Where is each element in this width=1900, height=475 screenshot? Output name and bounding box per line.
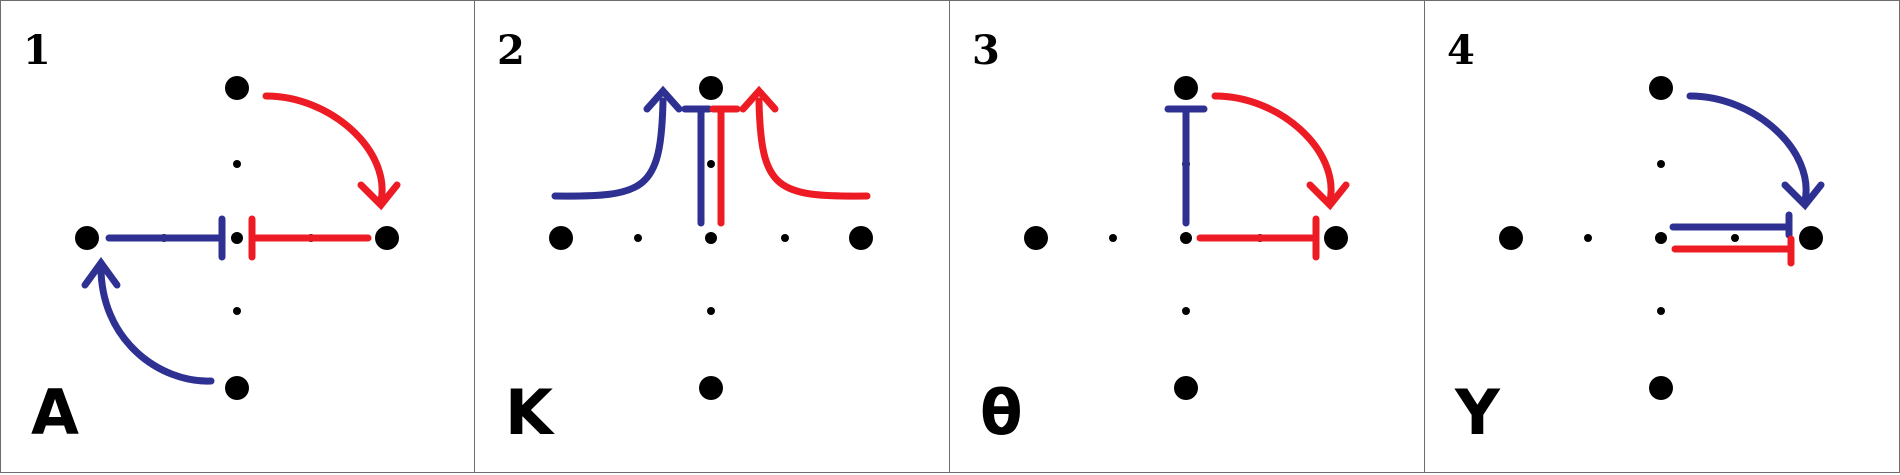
panel-letter: A	[31, 376, 79, 449]
blue-flag-arm	[1669, 92, 1825, 239]
panel-1: 1 A	[0, 0, 475, 473]
red-flag-arm	[248, 92, 401, 261]
panel-number: 4	[1447, 27, 1475, 74]
panel-1-diagram	[75, 76, 401, 400]
panel-number: 2	[497, 27, 525, 74]
panel-number: 3	[972, 27, 1000, 74]
blue-flag-arm	[551, 85, 713, 227]
panel-3-diagram	[1024, 76, 1350, 400]
panel-4: 4 Y	[1425, 0, 1900, 473]
blue-flag-arm	[1164, 105, 1208, 227]
red-flag-arm	[1196, 92, 1350, 261]
red-flag-arm	[1671, 235, 1795, 267]
panel-4-diagram	[1499, 76, 1825, 400]
red-flag-arm	[709, 85, 871, 227]
panel-3: 3 θ	[950, 0, 1425, 473]
panel-letter: K	[505, 376, 554, 449]
panel-letter: θ	[980, 376, 1023, 449]
position-dots	[549, 76, 873, 400]
panel-letter: Y	[1455, 376, 1500, 449]
panel-2-diagram	[549, 76, 873, 400]
blue-flag-arm	[81, 215, 226, 385]
position-dots	[75, 76, 399, 400]
panel-number: 1	[23, 27, 51, 74]
position-dots	[1499, 76, 1823, 400]
panel-2: 2 K	[475, 0, 950, 473]
